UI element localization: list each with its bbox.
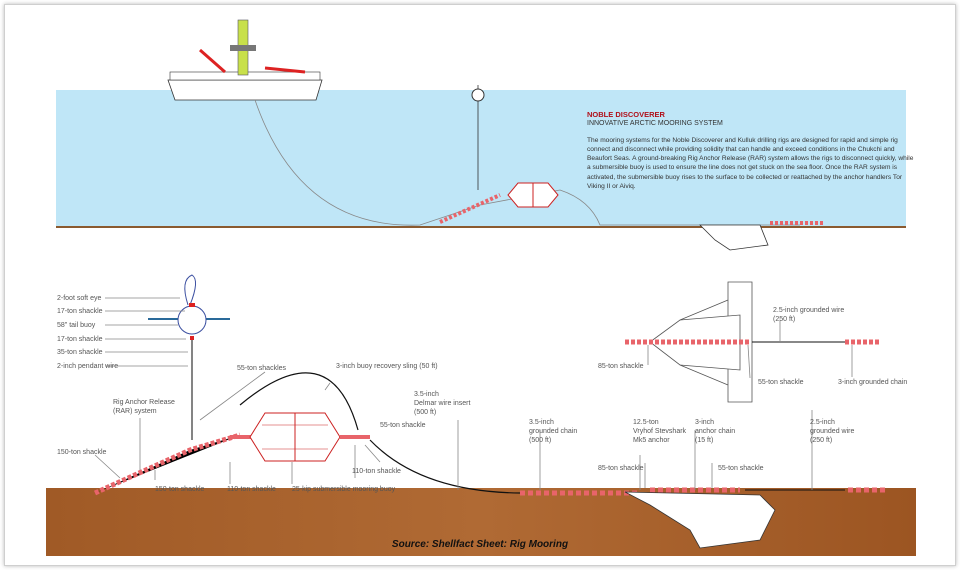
label-rar-1: Rig Anchor Release [113,399,175,406]
label-grounded-chain-3: (500 ft) [529,437,551,444]
label-submersible-buoy: 25-kip submersible mooring buoy [292,486,396,493]
label-85-ton-shackle: 85-ton shackle [598,363,644,370]
submersible-buoy-top [507,182,559,208]
label-grounded-wire-3: (250 ft) [810,437,832,444]
label-anchor-chain-1: 3-inch [695,419,714,426]
label-grounded-wire-1: 2.5-inch [810,419,835,426]
seabed [46,488,916,556]
label-85-ton-shackle-2: 85-ton shackle [598,465,644,472]
label-anchor-1: 12.5-ton [633,419,659,426]
label-grounded-wire-2: grounded wire [810,428,854,435]
label-anchor-chain-3: (15 ft) [695,437,713,444]
sea [56,90,906,227]
label-110-ton-shackle-2: 110-ton shackle [352,468,401,475]
label-3-inch-grounded-chain: 3-inch grounded chain [838,379,907,386]
label-55-ton-shackle-2: 55-ton shackle [758,379,804,386]
label-17-ton-shackle-2: 17-ton shackle [57,336,103,343]
label-grounded-wire-top-2: (250 ft) [773,316,795,323]
label-grounded-wire-top-1: 2.5-inch grounded wire [773,307,844,314]
label-anchor-2: Vryhof Stevshark [633,428,687,435]
anchor-top [699,224,769,251]
label-55-ton-shackle: 55-ton shackle [380,422,426,429]
source-caption: Source: Shellfact Sheet: Rig Mooring [391,539,569,550]
label-delmar-1: 3.5-inch [414,391,439,398]
anchor [624,491,776,549]
label-110-ton-shackle: 110-ton shackle [227,486,276,493]
label-soft-eye: 2-foot soft eye [57,295,101,302]
label-recovery-sling: 3-inch buoy recovery sling (50 ft) [336,363,438,370]
label-delmar-2: Delmar wire insert [414,400,470,407]
info-subtitle: INNOVATIVE ARCTIC MOORING SYSTEM [587,120,723,128]
label-tail-buoy: 58" tail buoy [57,322,96,329]
label-150-ton-shackle-2: 150-ton shackle [155,486,205,493]
submersible-buoy [249,412,341,462]
info-panel: NOBLE DISCOVERER INNOVATIVE ARCTIC MOORI… [587,110,917,191]
label-rar-2: (RAR) system [113,408,157,415]
label-grounded-chain-2: grounded chain [529,428,577,435]
info-title: NOBLE DISCOVERER [587,110,665,119]
drillship [167,19,323,101]
anchor-plan-view [625,281,880,403]
label-delmar-3: (500 ft) [414,409,436,416]
frame [4,4,956,566]
label-grounded-chain-1: 3.5-inch [529,419,554,426]
label-150-ton-shackle: 150-ton shackle [57,449,107,456]
label-55-ton-shackle-3: 55-ton shackle [718,465,764,472]
label-17-ton-shackle: 17-ton shackle [57,308,103,315]
label-pendant-wire: 2-inch pendant wire [57,363,118,370]
info-body: The mooring systems for the Noble Discov… [587,136,914,191]
tail-buoy-top [471,88,485,102]
label-anchor-3: Mk5 anchor [633,437,670,444]
tail-buoy [148,274,230,440]
label-35-ton-shackle: 35-ton shackle [57,349,103,356]
label-anchor-chain-2: anchor chain [695,428,735,435]
label-55-ton-shackles: 55-ton shackles [237,365,287,372]
